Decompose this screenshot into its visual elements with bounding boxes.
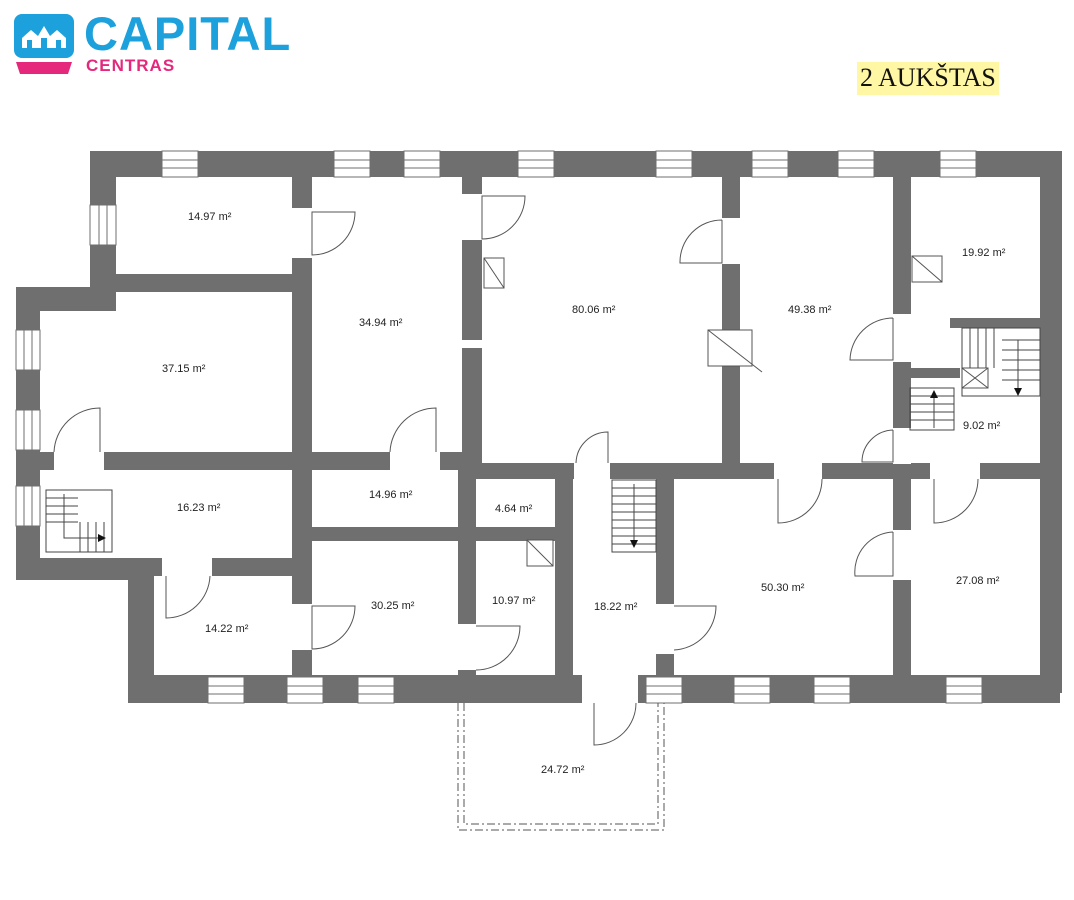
room-area-label: 4.64 m² xyxy=(495,503,533,515)
ventilation-shafts xyxy=(483,255,989,567)
logo-title: CAPITAL xyxy=(84,7,292,60)
room-area-label: 16.23 m² xyxy=(177,502,221,514)
capital-centras-logo: CAPITAL CENTRAS xyxy=(14,7,290,78)
windows xyxy=(15,150,983,704)
room-area-label: 34.94 m² xyxy=(359,317,403,329)
room-area-label: 30.25 m² xyxy=(371,600,415,612)
door-swings xyxy=(53,195,979,746)
room-area-label: 19.92 m² xyxy=(962,247,1006,259)
room-area-label: 80.06 m² xyxy=(572,304,616,316)
floor-label: 2 AUKŠTAS xyxy=(857,62,999,95)
balcony-outline xyxy=(457,703,665,831)
room-area-label: 50.30 m² xyxy=(761,582,805,594)
room-area-label: 27.08 m² xyxy=(956,575,1000,587)
room-area-label: 24.72 m² xyxy=(541,764,585,776)
stairs xyxy=(45,327,1041,553)
door-openings xyxy=(54,194,980,703)
stair-arrows xyxy=(98,388,1022,548)
room-area-label: 49.38 m² xyxy=(788,304,832,316)
room-area-labels: 14.97 m² 34.94 m² 80.06 m² 49.38 m² 19.9… xyxy=(162,211,1006,776)
room-area-label: 10.97 m² xyxy=(492,595,536,607)
room-area-label: 9.02 m² xyxy=(963,420,1001,432)
room-area-label: 37.15 m² xyxy=(162,363,206,375)
logo-subtitle: CENTRAS xyxy=(86,56,176,75)
logo-house-icon xyxy=(14,14,74,74)
walls xyxy=(16,151,1062,703)
room-area-label: 14.97 m² xyxy=(188,211,232,223)
room-area-label: 14.22 m² xyxy=(205,623,249,635)
room-area-label: 18.22 m² xyxy=(594,601,638,613)
room-area-label: 14.96 m² xyxy=(369,489,413,501)
window-mullions xyxy=(23,159,982,695)
